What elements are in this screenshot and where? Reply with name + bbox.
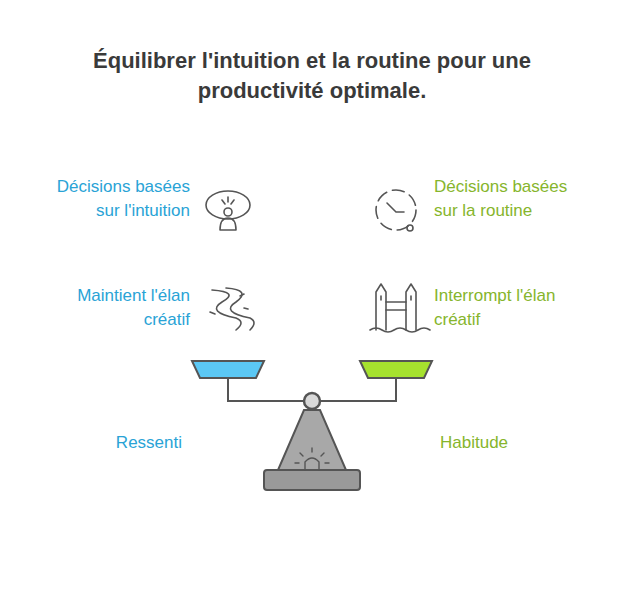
diagram-title: Équilibrer l'intuition et la routine pou…	[62, 46, 562, 106]
intuition-icon	[206, 191, 250, 230]
routine-icon	[376, 190, 416, 231]
interrupt-label: Interrompt l'élan créatif	[434, 284, 594, 332]
momentum-label: Maintient l'élan créatif	[40, 284, 190, 332]
routine-label: Décisions basées sur la routine	[434, 175, 576, 223]
bridge-icon	[370, 284, 430, 332]
river-icon	[210, 288, 254, 330]
balance-scale	[192, 361, 432, 490]
pan-label: Ressenti	[80, 431, 182, 455]
pan-label: Habitude	[440, 431, 560, 455]
intuition-label: Décisions basées sur l'intuition	[40, 175, 190, 223]
